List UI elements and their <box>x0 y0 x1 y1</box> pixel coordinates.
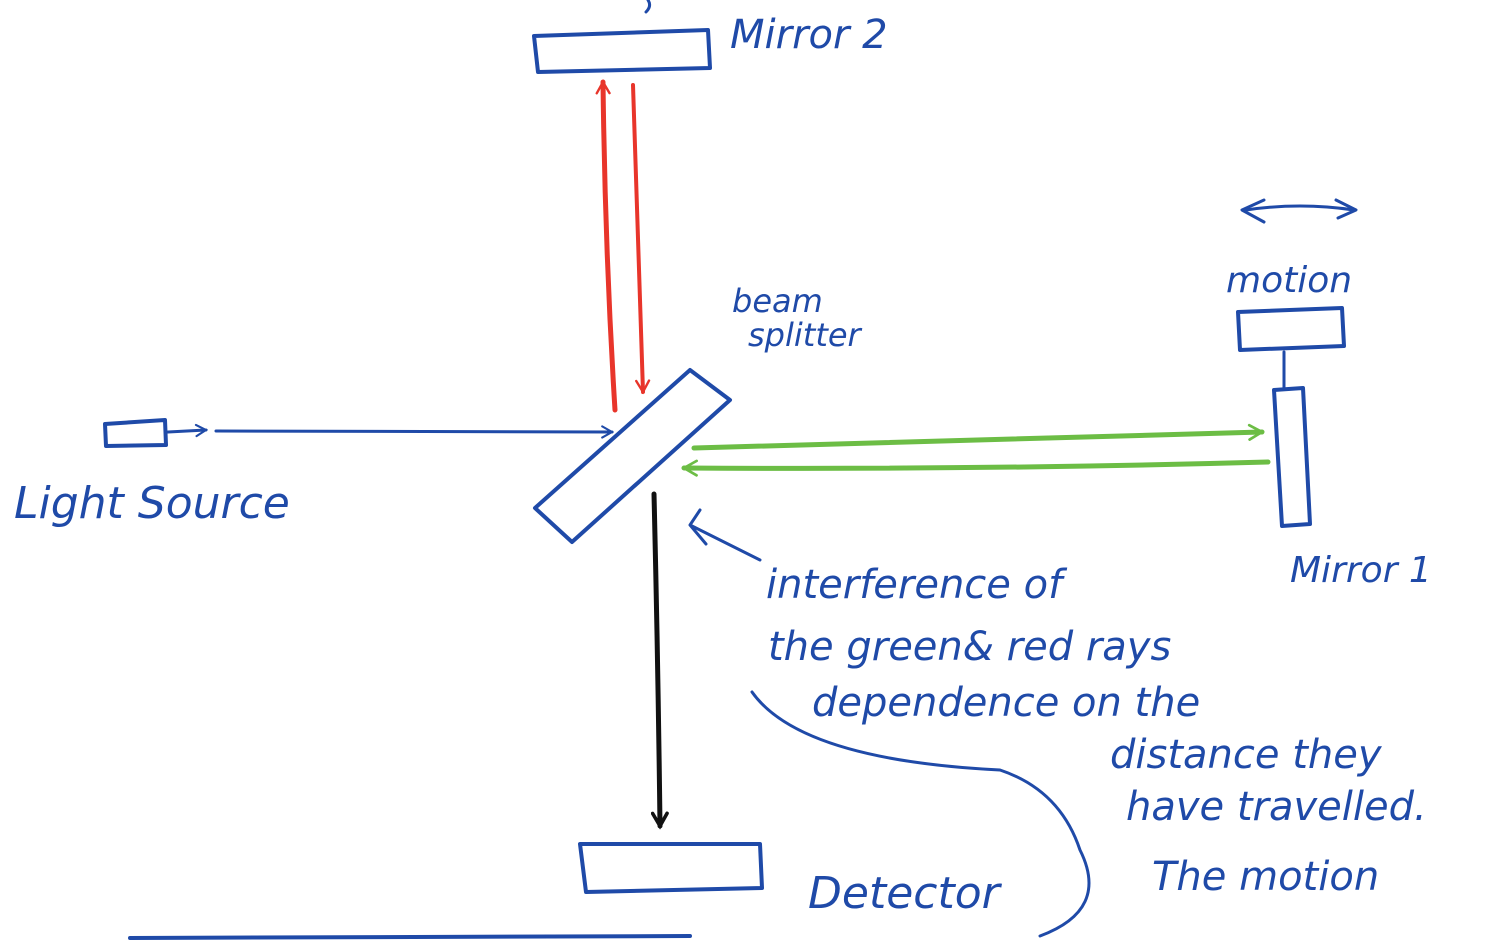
light-source <box>103 418 168 448</box>
motion-arrow-head-left <box>1240 198 1266 224</box>
mirror-2-label: Mirror 2 <box>730 12 888 58</box>
motion-actuator <box>1236 306 1346 352</box>
detector-beam <box>654 491 660 826</box>
green-ray-return <box>681 459 1271 477</box>
incoming-beam <box>214 425 615 439</box>
light-source-emission-arrow <box>166 423 209 438</box>
top-edge-stroke <box>644 0 652 14</box>
motion-arrow-head-right <box>1334 198 1358 220</box>
note-line-6: The motion <box>1152 854 1379 900</box>
beam-splitter-label-line1: beam <box>732 282 823 320</box>
mirror-2 <box>532 28 712 74</box>
detector <box>578 842 764 894</box>
note-line-4: distance they <box>1110 732 1383 778</box>
light-source-label: Light Source <box>14 478 290 529</box>
beam-splitter-label-line2: splitter <box>748 316 863 354</box>
bottom-edge-line <box>128 934 692 940</box>
note-line-5: have travelled. <box>1126 784 1427 830</box>
note-line-1: interference of <box>766 562 1068 608</box>
red-ray-down <box>631 83 651 395</box>
beam-splitter <box>533 368 732 544</box>
motion-double-arrow <box>1244 204 1356 212</box>
motion-label: motion <box>1226 260 1352 301</box>
annotation-pointer <box>688 508 762 562</box>
note-line-3: dependence on the <box>812 680 1200 726</box>
mirror-1 <box>1272 386 1312 528</box>
note-bracket <box>750 690 1091 938</box>
detector-label: Detector <box>808 868 1003 919</box>
red-ray-up <box>595 79 618 413</box>
note-line-2: the green& red rays <box>768 624 1171 670</box>
mirror-1-label: Mirror 1 <box>1290 550 1432 591</box>
green-ray-forward <box>691 423 1265 451</box>
